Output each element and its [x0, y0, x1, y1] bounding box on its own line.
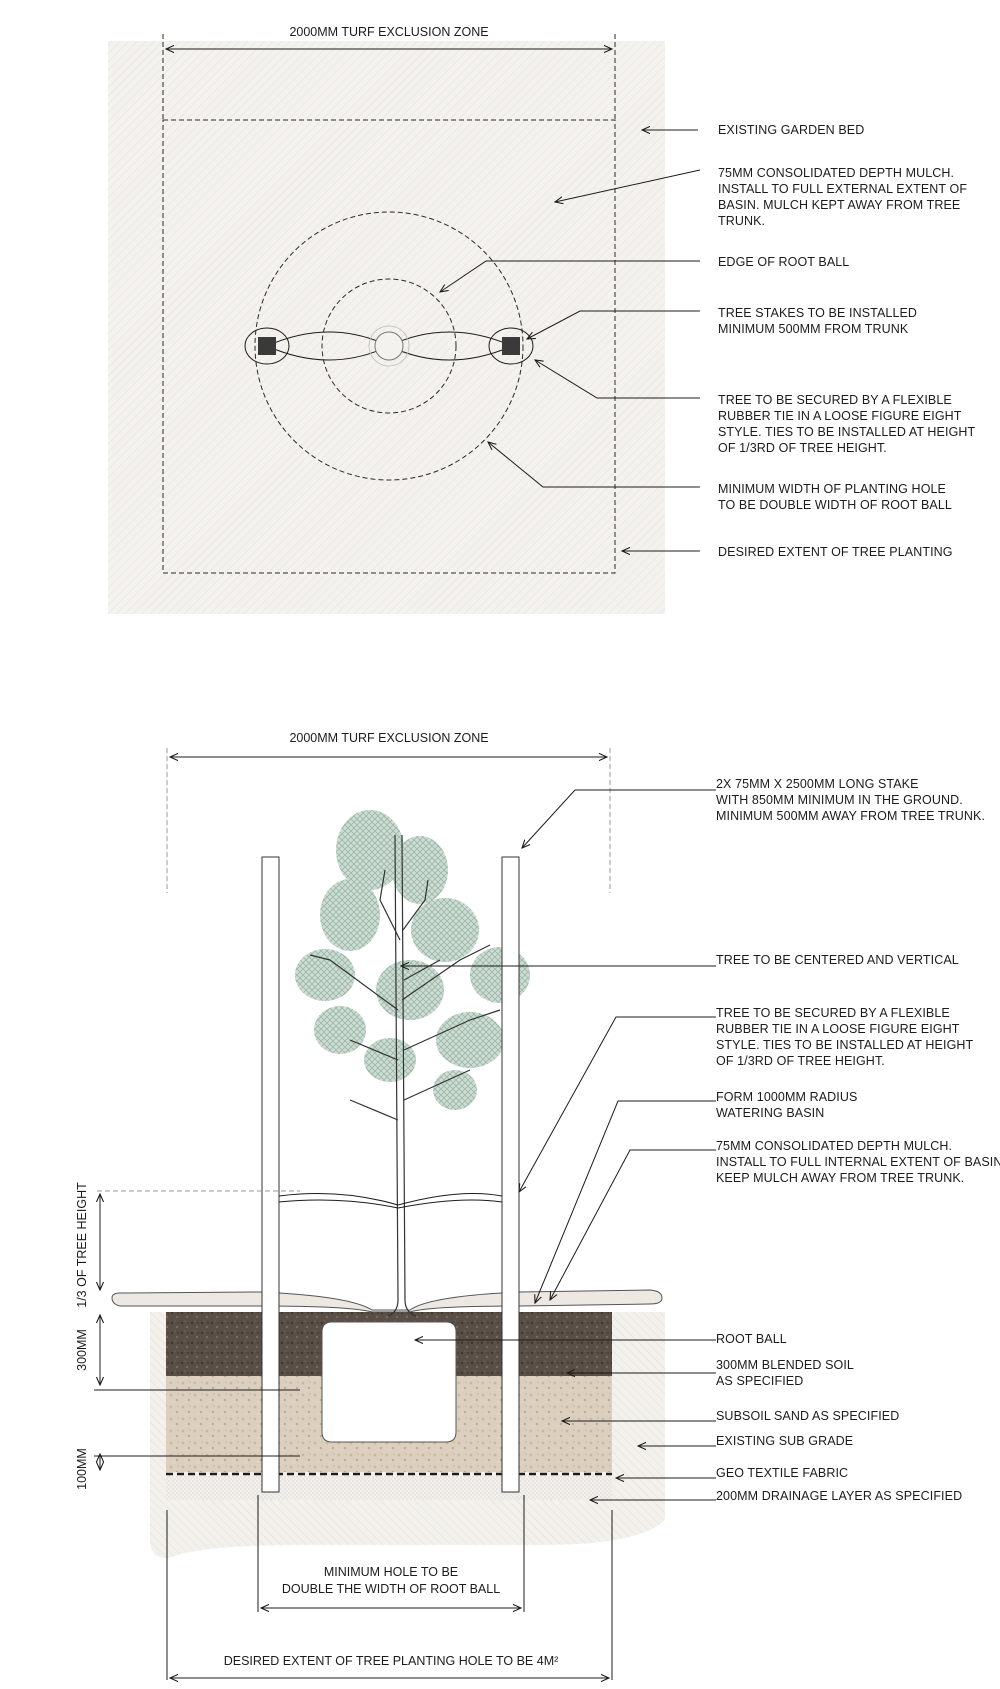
- drainage-layer: [166, 1476, 612, 1500]
- stake-left: [261, 856, 280, 1493]
- plan-view: 2000MM TURF EXCLUSION ZONE EXISTING GARD…: [108, 25, 976, 614]
- callout-label: INSTALL TO FULL INTERNAL EXTENT OF BASIN…: [716, 1155, 1000, 1169]
- callout-label: STYLE. TIES TO BE INSTALLED AT HEIGHT: [718, 425, 976, 439]
- side-dim-300mm: 300MM: [75, 1329, 89, 1371]
- stake-right: [501, 856, 520, 1493]
- tree-canopy: [295, 810, 530, 1110]
- tree-trunk-branches: [309, 834, 501, 1317]
- callout-label: MINIMUM 500MM AWAY FROM TREE TRUNK.: [716, 809, 985, 823]
- planting-hole-outline: [254, 211, 524, 481]
- root-ball: [321, 1321, 457, 1443]
- callout-label: OF 1/3RD OF TREE HEIGHT.: [718, 441, 887, 455]
- side-dim-tree-height: 1/3 OF TREE HEIGHT: [75, 1182, 89, 1308]
- callout-label: EXISTING SUB GRADE: [716, 1434, 853, 1448]
- tree-trunk: [374, 331, 404, 361]
- callout-label: 300MM BLENDED SOIL: [716, 1358, 854, 1372]
- callout-label: OF 1/3RD OF TREE HEIGHT.: [716, 1054, 885, 1068]
- callout-label: TRUNK.: [718, 214, 765, 228]
- callout-label: RUBBER TIE IN A LOOSE FIGURE EIGHT: [718, 409, 962, 423]
- callout-label: 75MM CONSOLIDATED DEPTH MULCH.: [718, 166, 954, 180]
- callout-label: MINIMUM 500MM FROM TRUNK: [718, 322, 909, 336]
- callout-label: TREE TO BE CENTERED AND VERTICAL: [716, 953, 959, 967]
- desired-extent-boundary: [162, 119, 616, 574]
- callout-label: TREE TO BE SECURED BY A FLEXIBLE: [716, 1006, 950, 1020]
- callout-label: TREE TO BE SECURED BY A FLEXIBLE: [718, 393, 952, 407]
- callout-label: TO BE DOUBLE WIDTH OF ROOT BALL: [718, 498, 952, 512]
- mulch-basin: [111, 1289, 663, 1313]
- callout-label: WITH 850MM MINIMUM IN THE GROUND.: [716, 793, 963, 807]
- callout-label: GEO TEXTILE FABRIC: [716, 1466, 848, 1480]
- callout-label: SUBSOIL SAND AS SPECIFIED: [716, 1409, 899, 1423]
- callout-label: FORM 1000MM RADIUS: [716, 1090, 857, 1104]
- callout-label: BASIN. MULCH KEPT AWAY FROM TREE: [718, 198, 960, 212]
- callout-label: DESIRED EXTENT OF TREE PLANTING: [718, 545, 953, 559]
- desired-extent-label: DESIRED EXTENT OF TREE PLANTING HOLE TO …: [224, 1654, 559, 1668]
- min-hole-label-1: MINIMUM HOLE TO BE: [324, 1565, 458, 1579]
- min-hole-label-2: DOUBLE THE WIDTH OF ROOT BALL: [282, 1582, 500, 1596]
- callout-label: AS SPECIFIED: [716, 1374, 803, 1388]
- callout-label: WATERING BASIN: [716, 1106, 824, 1120]
- section-view: 2000MM TURF EXCLUSION ZONE: [75, 731, 1000, 1680]
- callout-label: RUBBER TIE IN A LOOSE FIGURE EIGHT: [716, 1022, 960, 1036]
- existing-garden-bed-area: [108, 41, 665, 614]
- callout-label: 75MM CONSOLIDATED DEPTH MULCH.: [716, 1139, 952, 1153]
- side-dim-100mm: 100MM: [75, 1448, 89, 1490]
- callout-label: 2X 75MM X 2500MM LONG STAKE: [716, 777, 919, 791]
- callout-label: TREE STAKES TO BE INSTALLED: [718, 306, 917, 320]
- plan-dimension-label: 2000MM TURF EXCLUSION ZONE: [289, 25, 488, 39]
- rubber-tie: [278, 1192, 503, 1206]
- callout-label: INSTALL TO FULL EXTERNAL EXTENT OF: [718, 182, 967, 196]
- callout-label: ROOT BALL: [716, 1332, 787, 1346]
- callout-label: EDGE OF ROOT BALL: [718, 255, 849, 269]
- root-ball-outline: [321, 278, 457, 414]
- section-labels: 2X 75MM X 2500MM LONG STAKE WITH 850MM MI…: [716, 777, 1000, 1503]
- stake-left: [258, 337, 276, 355]
- stake-right: [502, 337, 520, 355]
- callout-label: MINIMUM WIDTH OF PLANTING HOLE: [718, 482, 946, 496]
- callout-label: 200MM DRAINAGE LAYER AS SPECIFIED: [716, 1489, 962, 1503]
- callout-label: KEEP MULCH AWAY FROM TREE TRUNK.: [716, 1171, 964, 1185]
- plan-labels: EXISTING GARDEN BED 75MM CONSOLIDATED DEP…: [718, 123, 976, 559]
- section-dimension-label: 2000MM TURF EXCLUSION ZONE: [289, 731, 488, 745]
- callout-label: EXISTING GARDEN BED: [718, 123, 864, 137]
- callout-label: STYLE. TIES TO BE INSTALLED AT HEIGHT: [716, 1038, 974, 1052]
